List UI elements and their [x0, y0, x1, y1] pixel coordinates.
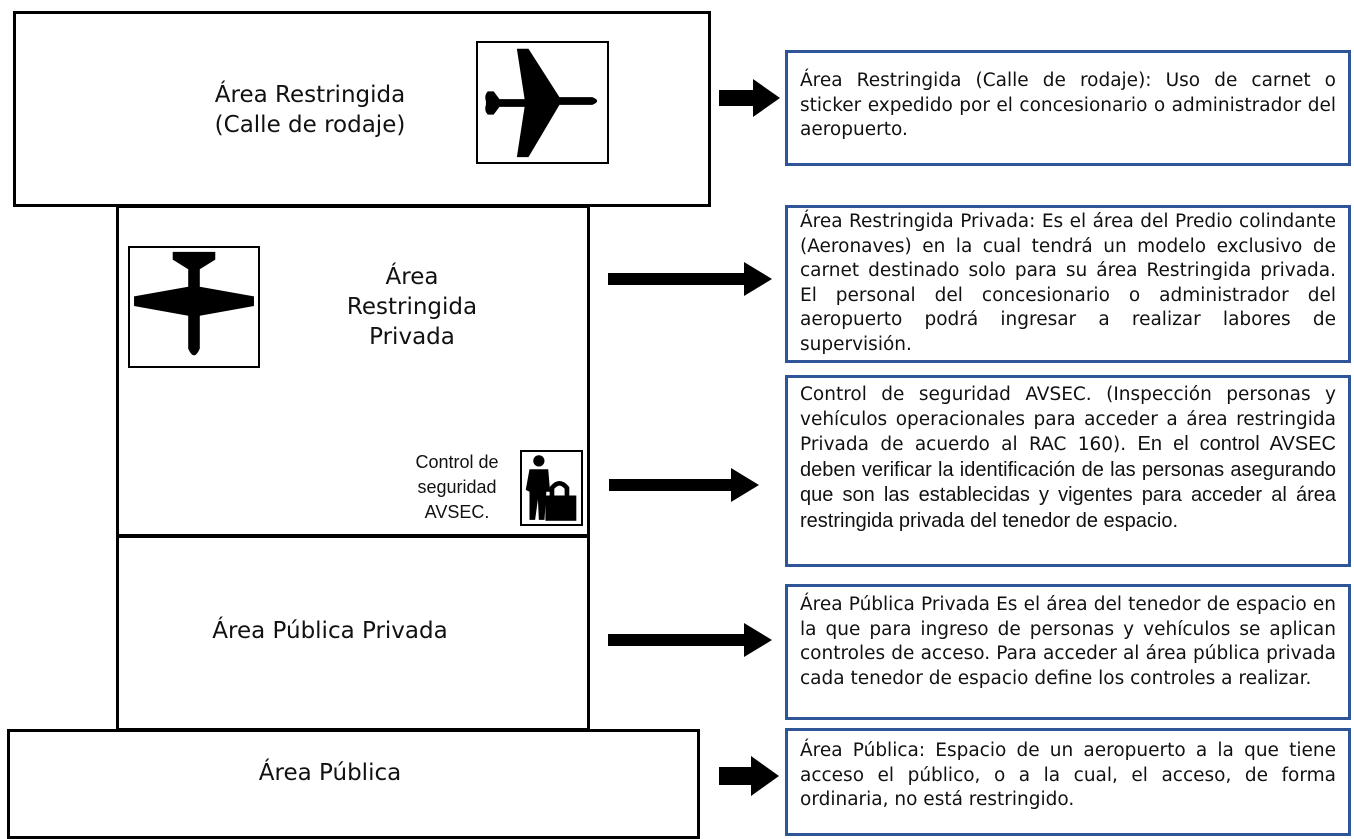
- zone-label-private-restricted: Área Restringida Privada: [346, 264, 478, 350]
- right-arrow-icon: [609, 468, 759, 502]
- airplane-icon: [476, 41, 609, 164]
- right-arrow-icon: [719, 756, 779, 796]
- description-security-control-text-1: Control de seguridad AVSEC. (Inspección …: [800, 384, 1336, 455]
- description-private-public-text: Área Pública Privada Es el área del tene…: [800, 594, 1336, 689]
- description-private-public: Área Pública Privada Es el área del tene…: [785, 584, 1351, 720]
- right-arrow-icon: [719, 79, 780, 117]
- right-arrow-icon: [608, 623, 772, 657]
- description-public: Área Pública: Espacio de un aeropuerto a…: [785, 728, 1351, 836]
- security-control-label: Control de seguridad AVSEC.: [415, 452, 499, 522]
- right-arrow-icon: [608, 262, 772, 296]
- zone-label-private-public: Área Pública Privada: [212, 618, 448, 644]
- zone-public: [7, 729, 700, 839]
- description-security-control: Control de seguridad AVSEC. (Inspección …: [785, 375, 1351, 567]
- zone-label-public: Área Pública: [258, 760, 402, 786]
- description-security-control-text-2: En el control AVSEC deben verificar la i…: [800, 433, 1336, 532]
- description-private-restricted: Área Restringida Privada: Es el área del…: [785, 205, 1351, 363]
- description-public-text: Área Pública: Espacio de un aeropuerto a…: [800, 740, 1336, 810]
- airplane-icon: [128, 246, 260, 368]
- description-taxiway-text: Área Restringida (Calle de rodaje): Uso …: [800, 70, 1336, 140]
- description-taxiway: Área Restringida (Calle de rodaje): Uso …: [785, 50, 1351, 166]
- security-guard-lock-icon: [520, 450, 583, 526]
- zone-label-taxiway: Área Restringida (Calle de rodaje): [214, 82, 406, 138]
- description-private-restricted-text: Área Restringida Privada: Es el área del…: [800, 211, 1336, 355]
